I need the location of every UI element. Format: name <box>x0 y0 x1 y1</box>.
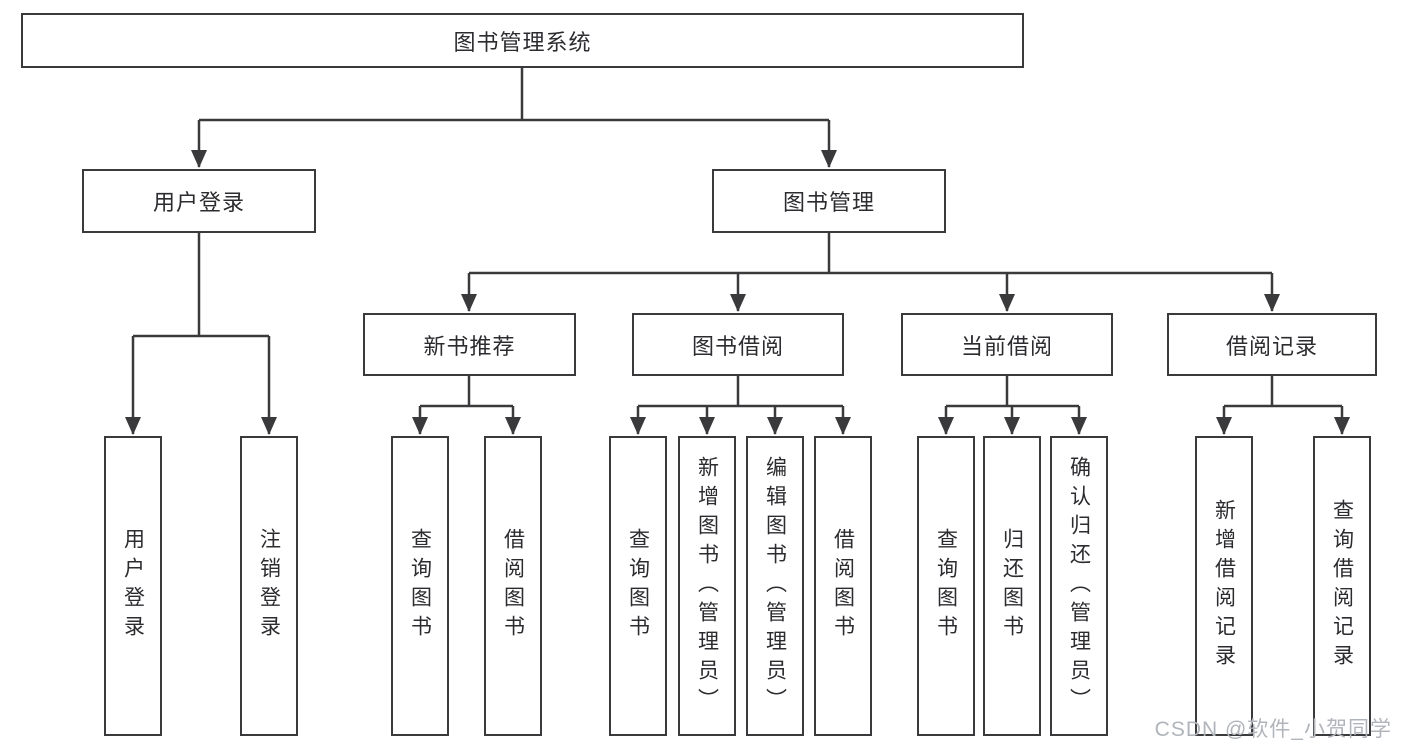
node-user-login: 用户登录 <box>82 169 316 233</box>
leaf-confirm-return-admin: 确认归还（管理员） <box>1050 436 1108 736</box>
edge-group-book-mgmt <box>461 233 1280 312</box>
node-current-borrowing: 当前借阅 <box>901 313 1113 376</box>
edge-group-borrow <box>630 376 851 435</box>
leaf-logout-login: 注销登录 <box>240 436 298 736</box>
leaf-borrow-books-borrowing: 借阅图书 <box>814 436 872 736</box>
leaf-query-books-newrec: 查询图书 <box>391 436 449 736</box>
leaf-add-book-admin: 新增图书（管理员） <box>678 436 736 736</box>
leaf-borrow-books-newrec: 借阅图书 <box>484 436 542 736</box>
csdn-watermark: CSDN @软件_小贺同学 <box>1154 718 1392 741</box>
leaf-return-book: 归还图书 <box>983 436 1041 736</box>
node-book-borrowing: 图书借阅 <box>632 313 844 376</box>
leaf-user-login: 用户登录 <box>104 436 162 736</box>
leaf-query-borrow-record: 查询借阅记录 <box>1313 436 1371 736</box>
edge-group-records <box>1216 376 1350 435</box>
edge-group-root <box>191 68 837 168</box>
node-library-management-system: 图书管理系统 <box>21 13 1024 68</box>
edge-group-user-login <box>125 233 277 435</box>
node-book-management: 图书管理 <box>712 169 946 233</box>
leaf-add-borrow-record: 新增借阅记录 <box>1195 436 1253 736</box>
leaf-query-books-current: 查询图书 <box>917 436 975 736</box>
leaf-query-books-borrowing: 查询图书 <box>609 436 667 736</box>
edge-group-current <box>938 376 1087 435</box>
node-new-book-recommendation: 新书推荐 <box>363 313 576 376</box>
node-borrow-records: 借阅记录 <box>1167 313 1377 376</box>
edge-group-new-rec <box>412 376 521 435</box>
leaf-edit-book-admin: 编辑图书（管理员） <box>746 436 804 736</box>
